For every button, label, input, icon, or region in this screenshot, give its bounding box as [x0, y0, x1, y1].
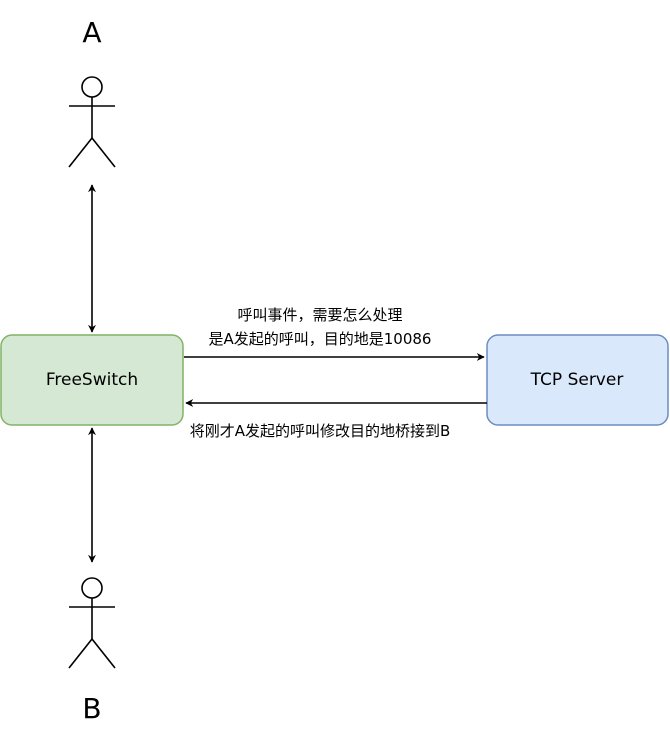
freeswitch-node: FreeSwitch — [0, 334, 184, 426]
actor-b-label: B — [82, 692, 101, 725]
tcp-server-node: TCP Server — [486, 334, 669, 426]
request-label-line1: 呼叫事件，需要怎么处理 — [237, 306, 402, 324]
request-label-line2: 是A发起的呼叫，目的地是10086 — [209, 330, 432, 348]
tcp-server-label: TCP Server — [530, 370, 624, 390]
response-label: 将刚才A发起的呼叫修改目的地桥接到B — [190, 422, 451, 440]
actor-b-icon — [68, 577, 116, 669]
actor-a-label: A — [82, 16, 101, 49]
actor-a-icon — [68, 76, 116, 168]
freeswitch-label: FreeSwitch — [46, 370, 138, 390]
